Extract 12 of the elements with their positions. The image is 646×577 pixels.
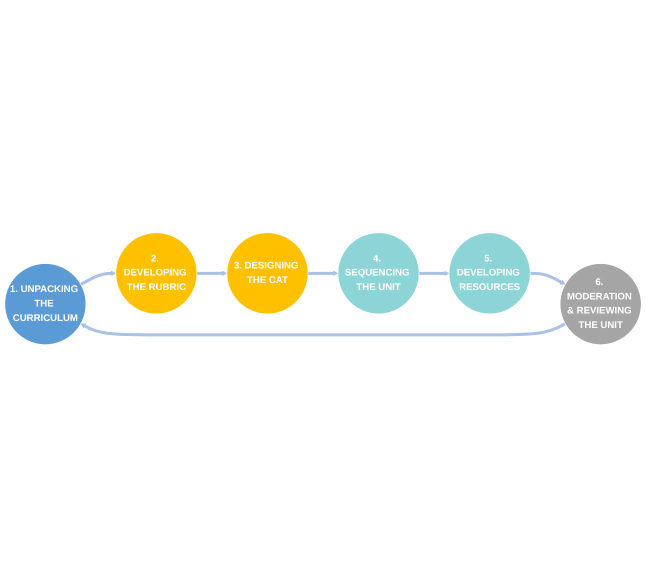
arrow [80,270,116,286]
node-circle: 2. DEVELOPING THE RUBRIC [116,232,198,314]
arrow [80,322,566,336]
node-circle: 1. UNPACKING THE CURRICULUM [4,263,86,345]
arrow [308,270,338,276]
arrow [530,272,566,284]
arrow [196,270,228,276]
node-circle: 5. DEVELOPING RESOURCES [448,232,530,314]
arrow [419,270,450,276]
node-circle: 3. DESIGNING THE CAT [226,232,308,314]
node-circle: 6. MODERATION & REVIEWING THE UNIT [560,263,642,345]
node-circle: 4. SEQUENCING THE UNIT [338,232,420,314]
